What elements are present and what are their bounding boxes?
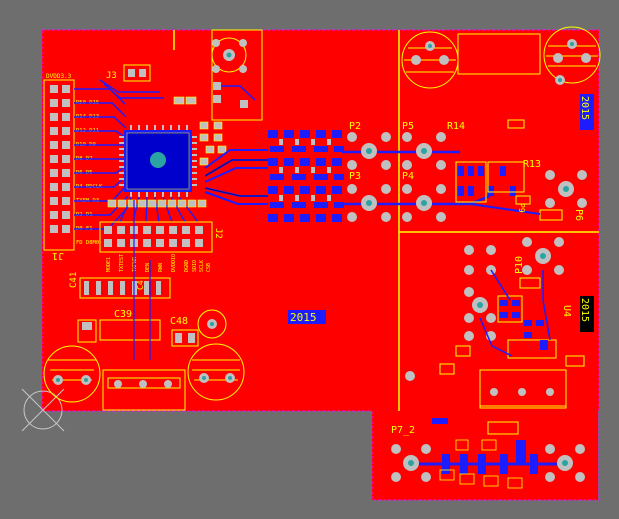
j2-pin-label: SCLK — [199, 260, 205, 272]
regulator-bottom-right[interactable] — [405, 369, 567, 409]
j2-pin-label: RWN — [158, 263, 164, 272]
p4-designator: P4 — [402, 171, 414, 182]
year-label-right-mid: 2015 — [579, 296, 594, 332]
c48-designator: C48 — [170, 316, 188, 327]
c48-capacitor[interactable]: C48 — [170, 309, 227, 347]
j1-designator: J1 — [52, 250, 64, 261]
j2-pin-label: DVDDIO — [171, 254, 177, 272]
p10-u4-section[interactable]: P10 U4 — [439, 237, 585, 375]
j2-pin-label: SDIO — [192, 260, 198, 272]
r13-designator: R13 — [523, 159, 541, 170]
j3-connector[interactable]: J3 — [106, 64, 151, 82]
p2-designator: P2 — [349, 121, 361, 132]
power-jack-top[interactable] — [211, 29, 263, 121]
j1-header-label: DVDD3.3 — [46, 73, 72, 80]
p7-2-designator: P7_2 — [391, 425, 415, 436]
year-label-right-mid-text: 2015 — [579, 298, 590, 322]
thermal-via-icon — [150, 152, 166, 168]
smd-components-qfn[interactable] — [107, 96, 227, 208]
j2-pin-label: CSB — [206, 263, 212, 272]
power-section-bottom-left[interactable] — [43, 200, 245, 411]
year-label-center-text: 2015 — [290, 311, 317, 324]
j2-pin-labels: MODE1 TXTEST TXPWR DEN RWN DVDDIO DGND S… — [106, 254, 212, 272]
r14-designator: R14 — [447, 121, 465, 132]
j2-pin-label: MODE1 — [106, 257, 112, 272]
j2-pin-label: TXTEST — [119, 254, 125, 272]
p6-designator: P6 — [573, 209, 584, 221]
r14-r13-region[interactable]: R14 R13 P9 — [447, 119, 563, 221]
j1-pin-label: FD D8M0 — [76, 240, 99, 246]
year-label-right-top: 2015 — [579, 94, 594, 130]
p9-designator: P9 — [517, 203, 526, 213]
c39-designator: C39 — [114, 309, 132, 320]
section-dividers — [173, 30, 599, 411]
j1-pads — [50, 85, 70, 233]
j2-pin-label: TXPWR — [132, 256, 138, 272]
c41-subtext: C4 — [136, 280, 145, 290]
p3-designator: P3 — [349, 171, 361, 182]
j2-pin-label: DEN — [145, 263, 151, 272]
c39-capacitor[interactable]: C39 — [77, 309, 161, 343]
j3-designator: J3 — [106, 71, 117, 81]
year-label-right-top-text: 2015 — [579, 96, 590, 120]
p5-designator: P5 — [402, 121, 414, 132]
p6-connector[interactable]: P6 — [545, 170, 587, 221]
u4-designator: U4 — [561, 305, 572, 317]
j2-designator: J2 — [213, 228, 223, 239]
year-label-center: 2015 — [288, 310, 326, 324]
j2-pin-label: DGND — [184, 260, 190, 272]
p7-2-section[interactable]: P7_2 — [391, 418, 585, 489]
c41-designator: C41 — [69, 272, 79, 288]
rf-connectors-middle[interactable]: P2 P3 P5 P4 — [342, 121, 491, 222]
center-component-matrix[interactable] — [204, 130, 344, 222]
origin-marker-icon[interactable] — [21, 388, 65, 432]
p10-designator: P10 — [514, 256, 525, 274]
power-jack-top-right[interactable] — [401, 26, 601, 89]
qfn-ic[interactable] — [119, 125, 197, 197]
